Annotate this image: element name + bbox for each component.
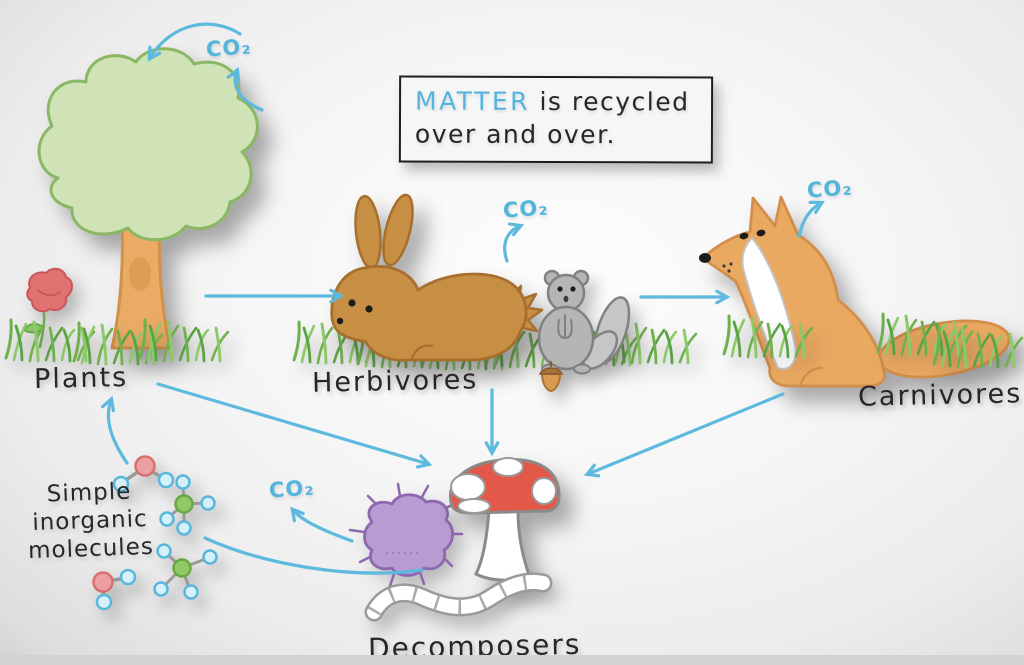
photo-edge xyxy=(0,655,1024,665)
herbivores-label: Herbivores xyxy=(311,364,479,399)
plants-label: Plants xyxy=(33,362,129,395)
fox-nose xyxy=(699,253,711,263)
tree-canopy xyxy=(37,47,259,242)
co2-label-carnivores: CO₂ xyxy=(806,175,854,203)
acorn-illustration xyxy=(538,361,564,393)
rabbit-eye xyxy=(348,299,356,307)
methane-molecule xyxy=(159,474,216,536)
fox-illustration xyxy=(699,195,1011,388)
rabbit-illustration xyxy=(330,193,544,362)
co2-label-decomposers: CO₂ xyxy=(268,475,316,503)
tree-illustration xyxy=(37,47,259,350)
arrow-decomposers-to-molecules xyxy=(203,536,424,575)
title-box: MATTER is recycled over and over. xyxy=(398,75,714,164)
title-rest: is recycled xyxy=(530,86,690,117)
co2-label-herbivores: CO₂ xyxy=(502,195,550,223)
fox-chest xyxy=(741,236,797,370)
mushroom-illustration xyxy=(448,457,561,582)
arrow-decomposers-to-co2 xyxy=(290,506,354,543)
molecules-line2: inorganic xyxy=(31,506,149,537)
fox-eye xyxy=(756,229,766,237)
molecules-line3: molecules xyxy=(27,533,155,565)
arrow-molecules-to-plants xyxy=(100,395,129,465)
mushroom-stem xyxy=(473,508,531,582)
flower-illustration xyxy=(22,267,73,349)
squirrel-illustration xyxy=(537,269,631,375)
title-highlight: MATTER xyxy=(415,86,531,116)
water-molecule xyxy=(92,568,137,611)
title-line2: over and over. xyxy=(414,119,617,149)
worm-illustration xyxy=(364,572,553,622)
arrow-co2-to-plants xyxy=(147,22,242,62)
arrow-herbivores-to-co2 xyxy=(503,222,525,263)
microbe-illustration xyxy=(348,482,464,588)
molecule-illustrations xyxy=(92,455,218,611)
molecules-label: Simple inorganic molecules xyxy=(9,476,172,566)
fox-eye xyxy=(739,232,749,240)
rabbit-body xyxy=(330,265,528,362)
molecules-line1: Simple xyxy=(46,478,132,508)
arrow-carnivores-to-decomposers xyxy=(583,392,785,478)
co2-label-plants: CO₂ xyxy=(205,34,253,62)
methane-molecule xyxy=(153,543,218,600)
water-molecule xyxy=(112,455,175,493)
carnivores-label: Carnivores xyxy=(857,378,1023,413)
flow-arrows xyxy=(100,22,825,575)
arrow-plants-to-decomposers xyxy=(156,382,433,469)
microbe-body xyxy=(363,493,454,577)
arrow-plants-to-co2 xyxy=(226,66,264,112)
tree-knot xyxy=(129,257,151,291)
rabbit-eye xyxy=(365,305,373,313)
arrow-carnivores-to-co2 xyxy=(797,200,825,238)
rabbit-nose xyxy=(336,317,344,325)
